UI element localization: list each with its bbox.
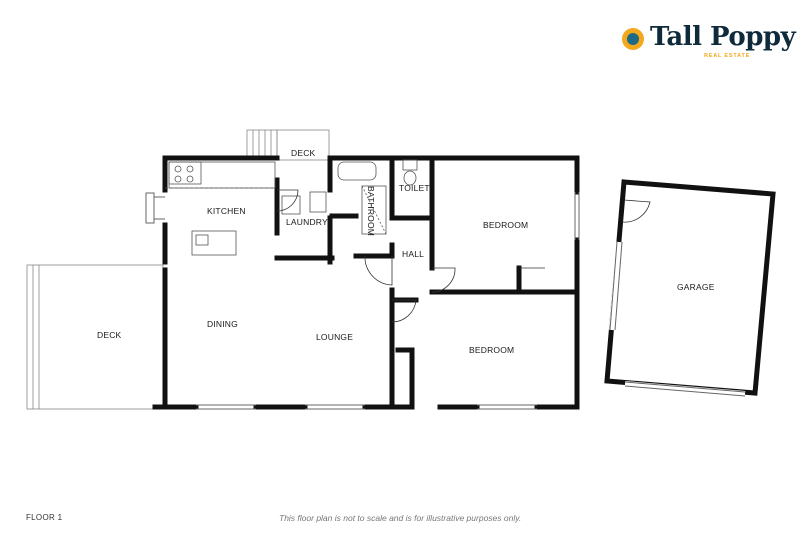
kitchen-fixtures xyxy=(165,161,276,256)
label-deck-top: DECK xyxy=(291,148,316,158)
main-walls xyxy=(152,155,580,410)
disclaimer: This floor plan is not to scale and is f… xyxy=(279,513,522,523)
label-bedroom-1: BEDROOM xyxy=(483,220,528,230)
left-deck xyxy=(26,264,164,410)
bathroom-fixtures xyxy=(281,159,418,235)
label-deck-left: DECK xyxy=(97,330,122,340)
brand-circle-icon xyxy=(622,28,644,50)
label-kitchen: KITCHEN xyxy=(207,206,246,216)
garage xyxy=(604,179,776,397)
label-hall: HALL xyxy=(402,249,424,259)
doors xyxy=(276,189,545,323)
label-bedroom-2: BEDROOM xyxy=(469,345,514,355)
label-laundry: LAUNDRY xyxy=(286,217,328,227)
label-garage: GARAGE xyxy=(677,282,715,292)
label-dining: DINING xyxy=(207,319,238,329)
brand-tagline: REAL ESTATE xyxy=(704,53,751,59)
label-lounge: LOUNGE xyxy=(316,332,353,342)
brand-name: Tall Poppy xyxy=(650,22,796,52)
label-bathroom: BATHROOM xyxy=(366,186,376,236)
label-toilet: TOILET xyxy=(399,183,430,193)
floor-label: FLOOR 1 xyxy=(26,513,63,522)
brand-logo: Tall Poppy REAL ESTATE xyxy=(622,22,796,62)
windows xyxy=(145,192,580,410)
